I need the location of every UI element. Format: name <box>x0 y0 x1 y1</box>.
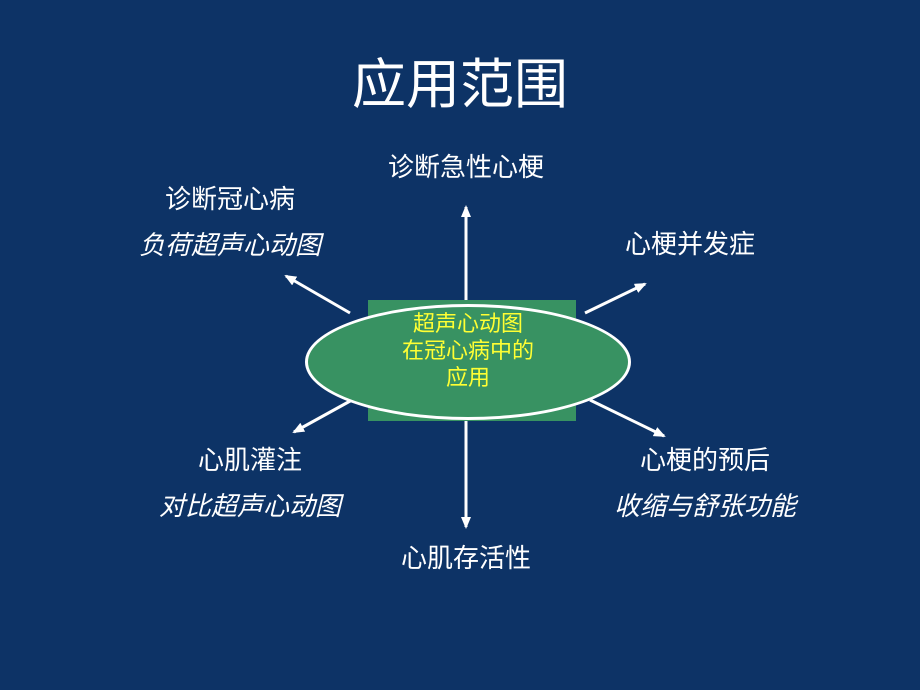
node-lower-right-label: 心梗的预后 <box>639 446 770 476</box>
node-top: 诊断急性心梗 <box>366 150 566 186</box>
arrow-upper-left <box>284 274 351 315</box>
center-ellipse <box>305 304 631 420</box>
arrow-upper-right <box>584 282 647 315</box>
center-label: 超声心动图 在冠心病中的 应用 <box>305 311 631 392</box>
node-upper-left-sub: 负荷超声心动图 <box>138 231 321 261</box>
node-lower-left: 心肌灌注 对比超声心动图 <box>125 443 375 525</box>
node-lower-left-sub: 对比超声心动图 <box>158 492 341 522</box>
slide-title: 应用范围 <box>352 53 568 116</box>
node-upper-left-label: 诊断冠心病 <box>164 185 295 215</box>
node-upper-left: 诊断冠心病 负荷超声心动图 <box>115 182 345 264</box>
node-upper-right-label: 心梗并发症 <box>624 230 755 260</box>
node-lower-right: 心梗的预后 收缩与舒张功能 <box>585 443 825 525</box>
arrow-lower-left <box>292 398 353 434</box>
center-line-3: 应用 <box>445 366 490 391</box>
node-upper-right: 心梗并发症 <box>600 227 780 263</box>
node-lower-left-label: 心肌灌注 <box>197 446 302 476</box>
node-top-label: 诊断急性心梗 <box>387 153 544 183</box>
node-lower-right-sub: 收缩与舒张功能 <box>613 492 796 522</box>
arrow-lower-right <box>589 398 666 438</box>
node-bottom: 心肌存活性 <box>366 541 566 577</box>
center-line-1: 超声心动图 <box>412 312 523 337</box>
node-bottom-label: 心肌存活性 <box>400 544 531 574</box>
center-line-2: 在冠心病中的 <box>401 339 534 364</box>
